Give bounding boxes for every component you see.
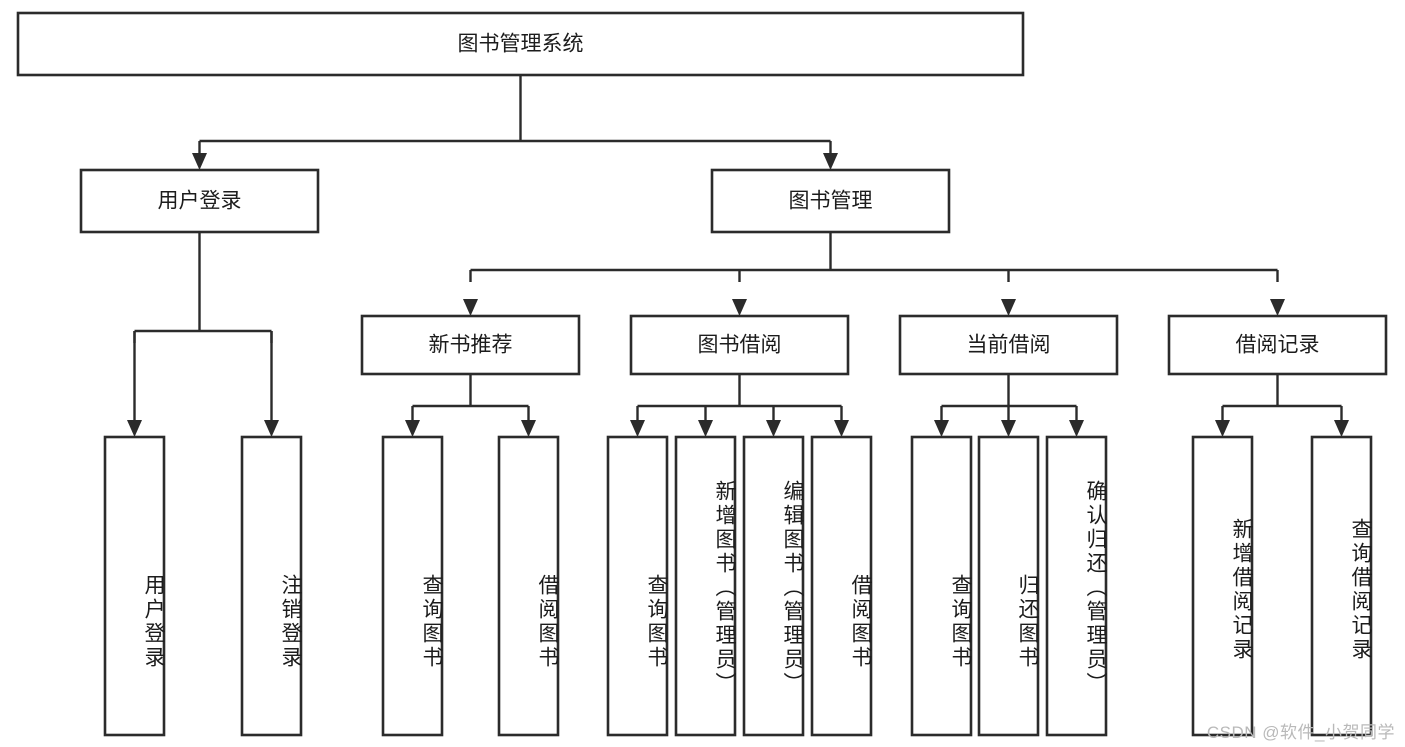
node-user-login[interactable]: 用户登录 bbox=[79, 168, 320, 234]
node-borrow-record-label: 借阅记录 bbox=[1236, 334, 1320, 357]
leaf-box-group bbox=[103, 435, 1373, 737]
connector-booklmgmt-to-level2 bbox=[463, 232, 1285, 316]
leaf-box-br-add-record[interactable] bbox=[1191, 435, 1254, 737]
node-new-book-recommend[interactable]: 新书推荐 bbox=[360, 314, 581, 376]
connector-currentborrow-to-leaves bbox=[934, 374, 1084, 437]
leaf-box-bb-add-book[interactable] bbox=[674, 435, 737, 737]
node-new-book-recommend-label: 新书推荐 bbox=[429, 334, 513, 357]
leaf-box-bb-edit-book[interactable] bbox=[742, 435, 805, 737]
node-borrow-record[interactable]: 借阅记录 bbox=[1167, 314, 1388, 376]
leaf-box-bb-query-book[interactable] bbox=[606, 435, 669, 737]
leaf-box-user-login[interactable] bbox=[103, 435, 166, 737]
node-root-system[interactable]: 图书管理系统 bbox=[16, 11, 1025, 77]
node-book-borrow[interactable]: 图书借阅 bbox=[629, 314, 850, 376]
node-user-login-label: 用户登录 bbox=[158, 190, 242, 213]
leaf-box-nb-borrow-book[interactable] bbox=[497, 435, 560, 737]
leaf-box-cb-query-book[interactable] bbox=[910, 435, 973, 737]
node-current-borrow[interactable]: 当前借阅 bbox=[898, 314, 1119, 376]
connector-newbook-to-leaves bbox=[405, 374, 536, 437]
node-book-management-label: 图书管理 bbox=[789, 190, 873, 213]
csdn-watermark: CSDN @软件_小贺同学 bbox=[1206, 723, 1395, 742]
node-book-borrow-label: 图书借阅 bbox=[698, 334, 782, 357]
node-book-management[interactable]: 图书管理 bbox=[710, 168, 951, 234]
connector-root-to-level1 bbox=[192, 75, 838, 170]
leaf-box-nb-query-book[interactable] bbox=[381, 435, 444, 737]
connector-borrowrecord-to-leaves bbox=[1215, 374, 1349, 437]
node-root-label: 图书管理系统 bbox=[458, 33, 584, 56]
leaf-box-logout-login[interactable] bbox=[240, 435, 303, 737]
leaf-box-cb-confirm-return[interactable] bbox=[1045, 435, 1108, 737]
leaf-box-bb-borrow-book[interactable] bbox=[810, 435, 873, 737]
leaf-box-cb-return-book[interactable] bbox=[977, 435, 1040, 737]
connector-bookborrow-to-leaves bbox=[630, 374, 849, 437]
node-current-borrow-label: 当前借阅 bbox=[967, 334, 1051, 357]
connector-userlogin-to-leaves bbox=[127, 232, 279, 437]
leaf-box-br-query-record[interactable] bbox=[1310, 435, 1373, 737]
